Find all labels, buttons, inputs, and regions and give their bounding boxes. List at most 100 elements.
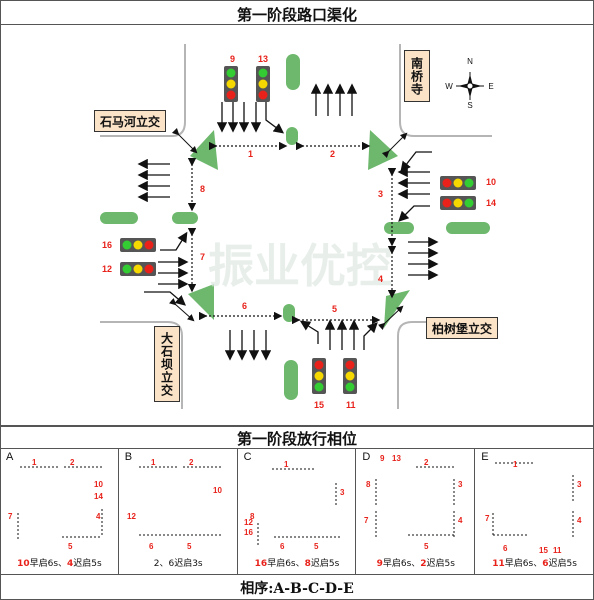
phase-label: 3 — [458, 480, 463, 489]
phase-label: 4 — [96, 512, 101, 521]
label-signal-14: 14 — [486, 198, 496, 208]
phase-label: 1 — [513, 460, 518, 469]
phase-label: 2 — [70, 458, 75, 467]
sign-west: 石马河立交 — [94, 110, 166, 132]
label-crossing-8: 8 — [200, 184, 205, 194]
west-approach-arrows — [144, 231, 189, 306]
label-crossing-1: 1 — [248, 149, 253, 159]
signal-12 — [120, 262, 156, 276]
phase-label: 5 — [314, 542, 319, 551]
label-crossing-3: 3 — [378, 189, 383, 199]
sign-east: 柏树堡立交 — [426, 317, 498, 339]
phase-sequence: 相序:A-B-C-D-E — [240, 581, 354, 597]
phase-label: 8 — [366, 480, 371, 489]
title-divider — [0, 24, 594, 25]
phase-label: 12 — [244, 518, 253, 527]
phase-label: 6 — [280, 542, 285, 551]
crossings — [187, 141, 397, 325]
corner-marks — [168, 127, 408, 330]
compass-icon — [456, 72, 484, 100]
intersection-diagram: 振业优控 — [100, 44, 496, 410]
phase-label: 3 — [577, 480, 582, 489]
east-approach-arrows — [397, 151, 432, 222]
phase-label: 1 — [151, 458, 156, 467]
green-islands — [100, 54, 490, 400]
phase-label: 7 — [364, 516, 369, 525]
phase-label: 4 — [577, 516, 582, 525]
label-signal-16: 16 — [102, 240, 112, 250]
sign-south: 大石坝立交 — [154, 326, 180, 402]
label-crossing-6: 6 — [242, 301, 247, 311]
phase-label: 15 — [539, 546, 548, 554]
label-signal-15: 15 — [314, 400, 324, 410]
phase-label: 10 — [213, 486, 222, 495]
phase-label: 7 — [485, 514, 490, 523]
top-title: 第一阶段路口渠化 — [236, 6, 357, 24]
compass-n: N — [467, 57, 473, 66]
signal-10 — [440, 176, 476, 190]
phase-letter: D — [362, 451, 371, 463]
phase-panel-E: E 1 3 7 4 6 15 11 11早启6s、6迟启5s — [475, 449, 594, 574]
south-approach-arrows — [299, 319, 378, 350]
phase-D-diagram: 9 13 2 8 3 7 4 5 — [364, 454, 463, 551]
watermark: 振业优控 — [208, 239, 392, 293]
phase-label: 11 — [553, 546, 562, 554]
phase-note: 9早启6s、2迟启5s — [376, 559, 455, 569]
phase-label: 16 — [244, 528, 253, 537]
phase-label: 8 — [250, 512, 255, 521]
label-crossing-5: 5 — [332, 304, 337, 314]
label-signal-9: 9 — [230, 54, 235, 64]
phase-label: 2 — [424, 458, 429, 467]
signal-13 — [256, 66, 270, 102]
phase-label: 1 — [284, 460, 289, 469]
phase-label: 5 — [424, 542, 429, 551]
phase-label: 2 — [189, 458, 194, 467]
mid-divider — [0, 448, 594, 449]
signal-14 — [440, 196, 476, 210]
signal-16 — [120, 238, 156, 252]
mid-title: 第一阶段放行相位 — [236, 430, 357, 448]
phase-letter: E — [481, 451, 489, 463]
phase-label: 1 — [32, 458, 37, 467]
south-exit-arrows — [224, 330, 272, 361]
north-exit-arrows — [310, 83, 358, 116]
label-signal-12: 12 — [102, 264, 112, 274]
phase-note: 16早启6s、8迟启5s — [254, 559, 340, 569]
label-crossing-7: 7 — [200, 252, 205, 262]
label-signal-10: 10 — [486, 177, 496, 187]
signal-9 — [224, 66, 238, 102]
compass-e: E — [488, 82, 493, 91]
phase-label: 10 — [94, 480, 103, 489]
east-exit-arrows — [408, 236, 439, 281]
label-signal-11: 11 — [346, 400, 356, 410]
north-approach-arrows — [216, 102, 285, 134]
signal-15 — [312, 358, 326, 394]
label-crossing-2: 2 — [330, 149, 335, 159]
phase-label: 9 — [380, 454, 385, 463]
phase-label: 3 — [340, 488, 345, 497]
phase-label: 14 — [94, 492, 103, 501]
phase-note: 10早启6s、4迟启5s — [17, 559, 102, 569]
footer-divider — [0, 574, 594, 575]
phase-E-diagram: 1 3 7 4 6 15 11 — [485, 460, 582, 554]
phase-note: 2、6迟启3s — [153, 559, 203, 569]
phase-label: 4 — [458, 516, 463, 525]
phase-label: 5 — [187, 542, 192, 551]
phase-letter: A — [6, 451, 14, 463]
phase-label: 12 — [127, 512, 136, 521]
phase-letter: B — [124, 451, 133, 463]
signal-11 — [343, 358, 357, 394]
phase-note: 11早启6s、6迟启5s — [492, 559, 577, 569]
phase-label: 6 — [503, 544, 508, 553]
label-crossing-4: 4 — [378, 274, 383, 284]
phase-letter: C — [243, 451, 252, 463]
phase-label: 6 — [149, 542, 154, 551]
phase-label: 13 — [392, 454, 401, 463]
